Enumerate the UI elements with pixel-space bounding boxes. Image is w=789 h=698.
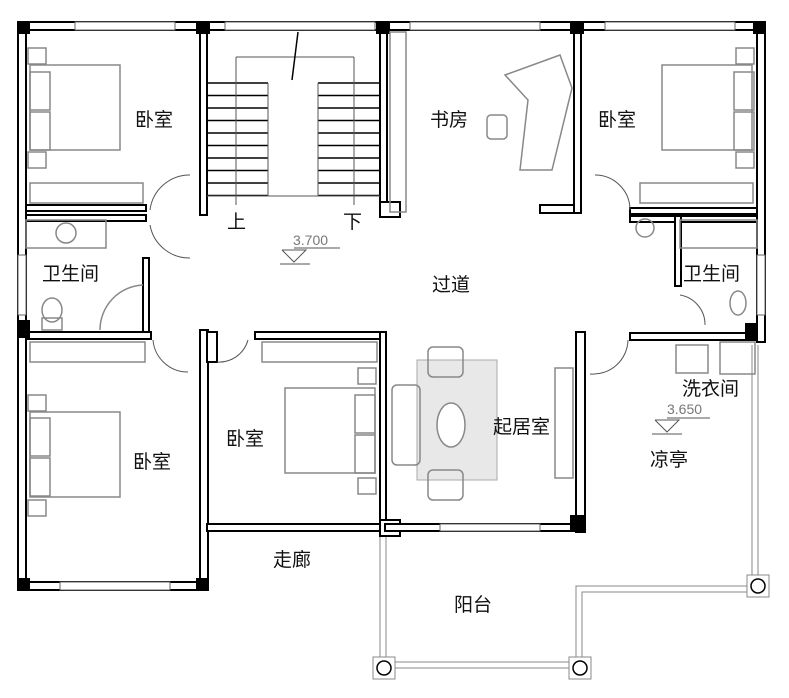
staircase[interactable] [207, 31, 380, 205]
room-label-laundry: 洗衣间 [682, 378, 739, 400]
room-label-bedroom-top-left: 卧室 [135, 109, 173, 131]
doors[interactable] [149, 174, 706, 375]
room-label-bedroom-top-right: 卧室 [598, 109, 636, 131]
room-label-bathroom-left: 卫生间 [42, 263, 99, 285]
floor-level-label: 3.700 [293, 232, 328, 248]
room-label-hallway: 走廊 [273, 549, 311, 571]
stair-up-label: 上 [227, 211, 246, 233]
room-label-bedroom-bottom-left: 卧室 [133, 451, 171, 473]
bathroom-fixtures [25, 218, 758, 375]
room-label-bedroom-middle: 卧室 [226, 428, 264, 450]
bed-middle [261, 341, 378, 495]
study-desk [389, 31, 573, 213]
room-label-living-room: 起居室 [493, 416, 550, 438]
room-label-study: 书房 [430, 109, 468, 131]
room-label-corridor: 过道 [432, 274, 470, 296]
balcony-railing [206, 345, 770, 680]
room-label-bathroom-right: 卫生间 [683, 263, 740, 285]
bed-bottom-left [27, 341, 146, 517]
walls [17, 21, 766, 591]
bed-top-right [639, 47, 755, 204]
bed-top-left [27, 47, 144, 204]
room-label-pavilion: 凉亭 [650, 449, 688, 471]
pavilion-level-label: 3.650 [667, 401, 702, 417]
stair-down-label: 下 [343, 211, 362, 233]
level-markers [280, 247, 710, 435]
room-label-balcony: 阳台 [454, 594, 492, 616]
living-room-furniture [391, 346, 574, 501]
